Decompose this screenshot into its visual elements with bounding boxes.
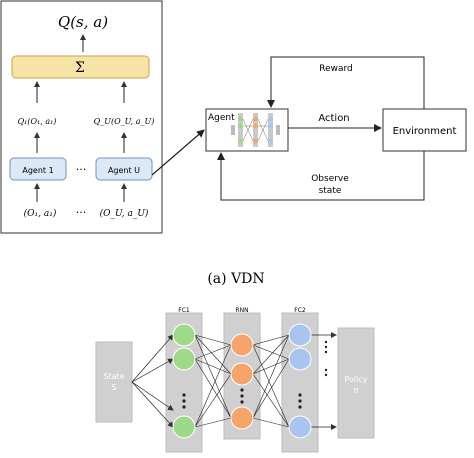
vdn-to-agent-arrow: [151, 129, 205, 176]
agent-network-icon: [231, 113, 280, 147]
fc1-node: [172, 415, 196, 439]
agent1-label: Agent 1: [22, 166, 53, 175]
state-to-fc1-arrow: [131, 358, 174, 383]
environment-label: Environment: [393, 126, 457, 137]
fc2-node: [288, 323, 312, 347]
policy-block: [337, 327, 375, 439]
network-panel: State S FC1 RNN FC2 Policy π: [95, 307, 375, 453]
fc2-label: FC2: [294, 307, 306, 314]
state-label-1: State: [103, 372, 124, 381]
q1-label: Q₁(O₁, a₁): [18, 117, 57, 126]
state-to-fc1-arrow: [131, 334, 174, 383]
fc1-ellipsis-dots: [182, 393, 186, 409]
input1-label: (O₁, a₁): [24, 208, 57, 219]
rnn-node: [230, 362, 254, 386]
inputu-label: (O_U, a_U): [100, 208, 149, 219]
state-to-fc1-arrow: [131, 381, 174, 411]
state-label-2: S: [111, 383, 116, 392]
reward-arrow: [267, 56, 425, 109]
fc1-node: [172, 323, 196, 347]
agent-label: Agent: [208, 113, 235, 123]
fc2-node: [288, 415, 312, 439]
fc2-node: [288, 347, 312, 371]
rnn-fc2-edges: [252, 334, 290, 428]
agentu-box: [95, 157, 153, 181]
policy-ellipsis-dots: [324, 340, 328, 377]
observe-label-2: state: [319, 186, 342, 196]
q-total-label: Q(s, a): [58, 13, 108, 31]
vdn-caption: (a) VDN: [207, 271, 264, 287]
fc1-label: FC1: [178, 307, 190, 314]
qu-label: Q_U(O_U, a_U): [94, 117, 155, 126]
rnn-ellipsis-dots: [240, 388, 244, 404]
reward-label: Reward: [319, 64, 353, 74]
fc1-rnn-edges: [194, 334, 232, 428]
agent-box: [205, 108, 289, 152]
policy-label-1: Policy: [344, 375, 367, 384]
state-to-fc1-arrow: [131, 381, 174, 428]
vdn-panel: Q(s, a) Σ Q₁(O₁, a₁) Q_U(O_U, a_U) Agent…: [0, 0, 163, 234]
sum-symbol: Σ: [75, 60, 85, 76]
fc1-node: [172, 347, 196, 371]
agent1-box: [9, 157, 67, 181]
agents-ellipsis: ···: [76, 163, 87, 176]
action-label: Action: [318, 113, 349, 124]
state-block: [95, 341, 133, 423]
observe-arrow: [217, 151, 425, 201]
policy-label-2: π: [354, 386, 359, 395]
agentu-label: Agent U: [108, 166, 140, 175]
rl-loop-panel: Agent Environment Ac: [205, 56, 467, 201]
inputs-ellipsis: ···: [76, 206, 87, 219]
rnn-node: [230, 333, 254, 357]
sum-box: [11, 55, 150, 79]
observe-label-1: Observe: [311, 174, 349, 184]
fc2-ellipsis-dots: [298, 393, 302, 409]
rnn-label: RNN: [235, 307, 248, 314]
rnn-node: [230, 406, 254, 430]
